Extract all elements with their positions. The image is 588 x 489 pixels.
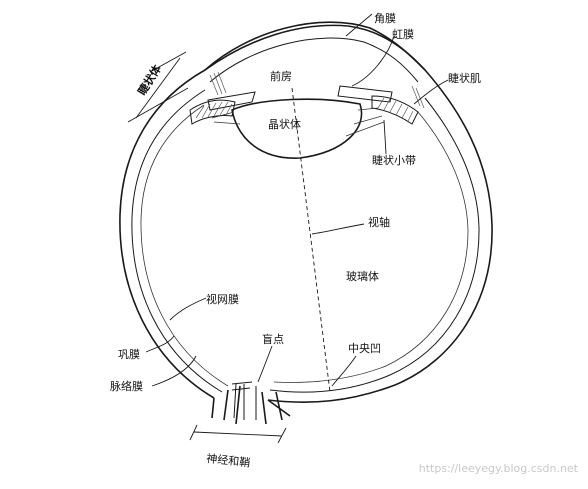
cornea-shape (204, 21, 426, 71)
label-zonule: 睫状小带 (372, 153, 416, 167)
ciliary-body-bracket (127, 51, 189, 123)
label-ciliary-muscle: 睫状肌 (448, 71, 481, 85)
sclera-outer-contour (119, 24, 493, 403)
label-optic-nerve: 神经和鞘 (206, 451, 251, 470)
label-lens: 晶状体 (268, 117, 301, 131)
leader-ciliary-muscle (413, 79, 449, 105)
label-anterior-chamber: 前房 (270, 69, 292, 83)
cornea-inner (209, 37, 419, 83)
leader-fovea (331, 355, 357, 387)
label-blind-spot: 盲点 (262, 332, 284, 346)
leader-blind-spot (257, 345, 273, 383)
label-vitreous: 玻璃体 (346, 269, 379, 283)
leader-zonule (383, 119, 387, 155)
label-choroid: 脉络膜 (110, 379, 143, 393)
ciliary-body-right (371, 85, 425, 125)
lens-shape (231, 98, 363, 159)
retina-contour (140, 104, 469, 387)
optic-nerve-sheath (211, 381, 291, 425)
leader-retina (169, 297, 207, 321)
iris-right (337, 85, 393, 103)
label-iris: 虹膜 (392, 28, 414, 41)
leader-sclera (145, 335, 175, 353)
leader-cornea (345, 13, 373, 37)
optic-nerve-bracket (189, 424, 287, 444)
label-fovea: 中央凹 (348, 342, 381, 355)
watermark-text: https://leeyegy.blog.csdn.net (419, 462, 579, 475)
leader-iris (351, 35, 395, 87)
choroid-contour (131, 89, 480, 393)
zonule-fibers (211, 107, 385, 137)
label-cornea: 角膜 (374, 12, 396, 25)
leader-choroid (151, 355, 197, 387)
iris-left (207, 91, 256, 111)
label-visual-axis: 视轴 (368, 215, 390, 229)
visual-axis-line (291, 87, 331, 393)
ciliary-body-left (189, 71, 236, 125)
label-sclera: 巩膜 (118, 348, 140, 361)
leader-visual-axis (311, 223, 365, 235)
label-retina: 视网膜 (206, 292, 239, 306)
